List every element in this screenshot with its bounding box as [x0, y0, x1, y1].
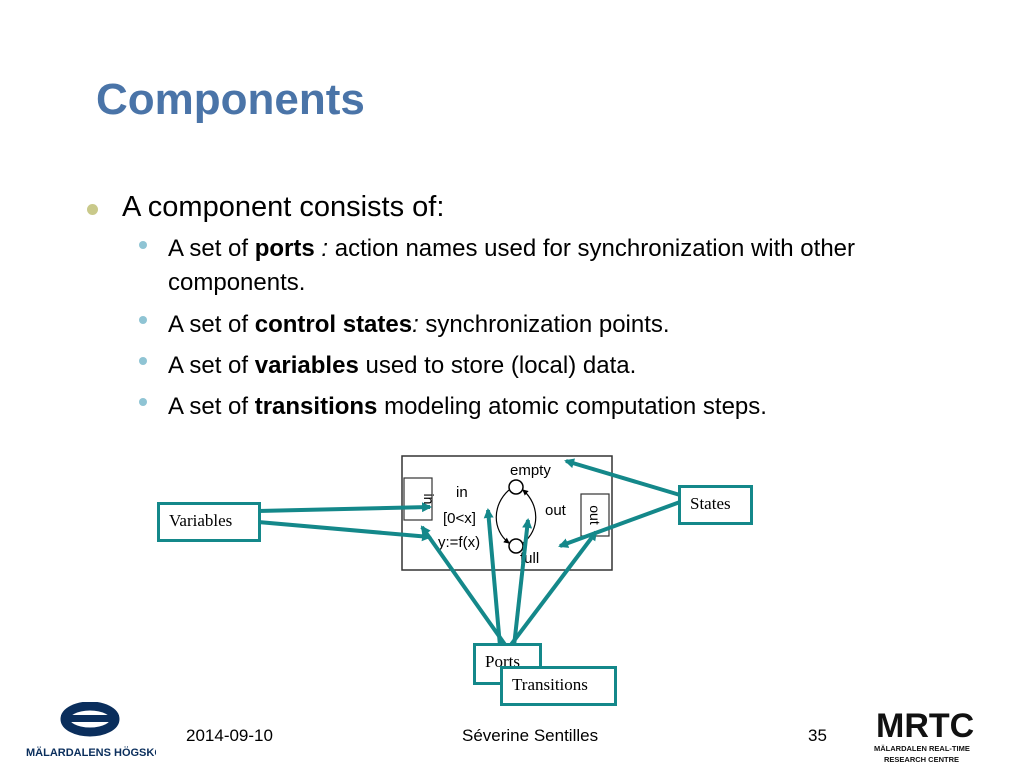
transition-in [495, 489, 510, 544]
arrow-variables-1 [257, 502, 432, 513]
item-rest: action names used for synchronization wi… [168, 235, 856, 296]
port-in-box [403, 477, 433, 521]
action-in-label: in [456, 484, 468, 501]
item-rest: used to store (local) data. [358, 352, 637, 379]
sub-bullet-dot [139, 398, 147, 406]
main-bullet-text: A component consists of: [122, 191, 445, 223]
sub-bullet-variables: A set of variables used to store (local)… [168, 349, 948, 383]
mrtc-logo: MRTC MÄLARDALEN REAL-TIME RESEARCH CENTR… [872, 706, 987, 766]
arrow-states-2 [558, 500, 681, 548]
port-in-label: in [421, 494, 437, 505]
variables-label-box: Variables [157, 502, 261, 542]
arrow-transitions-1 [483, 508, 502, 647]
bullet-dot [87, 204, 98, 215]
state-empty [508, 479, 524, 495]
item-term: ports [254, 235, 315, 262]
sub-bullet-dot [139, 316, 147, 324]
state-empty-label: empty [510, 462, 551, 479]
mrtc-logo-icon: MRTC MÄLARDALEN REAL-TIME RESEARCH CENTR… [874, 707, 974, 764]
mrtc-sub2: RESEARCH CENTRE [884, 755, 959, 764]
arrow-ports-2 [508, 530, 598, 648]
port-out-label: out [587, 505, 603, 525]
item-term: transitions [254, 393, 378, 420]
item-term: variables [254, 352, 359, 379]
item-sep: : [412, 311, 419, 338]
sub-bullet-transitions: A set of transitions modeling atomic com… [168, 390, 948, 424]
item-rest: synchronization points. [418, 311, 670, 338]
item-prefix: A set of [168, 235, 255, 262]
sub-bullet-dot [139, 357, 147, 365]
arrow-ports-1 [420, 525, 508, 648]
states-label-box: States [678, 485, 753, 525]
item-prefix: A set of [168, 393, 255, 420]
arrow-variables-2 [257, 520, 432, 542]
state-full [508, 538, 524, 554]
transitions-label-box: Transitions [500, 666, 617, 706]
sub-bullet-control-states: A set of control states: synchronization… [168, 308, 948, 342]
mdh-logo-text: MÄLARDALENS HÖGSKOLA [26, 746, 156, 759]
assignment-label: y:=f(x) [438, 534, 480, 551]
action-out-label: out [545, 502, 567, 519]
mrtc-logo-text: MRTC [876, 707, 974, 745]
mrtc-sub1: MÄLARDALEN REAL-TIME [874, 744, 970, 753]
mdh-logo-icon: MÄLARDALENS HÖGSKOLA [26, 701, 178, 759]
guard-label: [0<x] [443, 510, 476, 527]
arrow-states-1 [564, 458, 681, 497]
item-term: control states [254, 311, 413, 338]
footer-date: 2014-09-10 [186, 726, 273, 745]
arrow-transitions-2 [512, 518, 533, 647]
slide-title: Components [96, 75, 365, 124]
sub-bullet-ports: A set of ports : action names used for s… [168, 232, 948, 300]
item-prefix: A set of [168, 352, 255, 379]
footer-page-number: 35 [808, 726, 827, 745]
item-sep: : [314, 235, 335, 262]
sub-bullet-dot [139, 241, 147, 249]
item-prefix: A set of [168, 311, 255, 338]
malardalens-hogskola-logo: MÄLARDALENS HÖGSKOLA [26, 701, 178, 762]
item-rest: modeling atomic computation steps. [377, 393, 767, 420]
footer-author: Séverine Sentilles [462, 726, 599, 745]
